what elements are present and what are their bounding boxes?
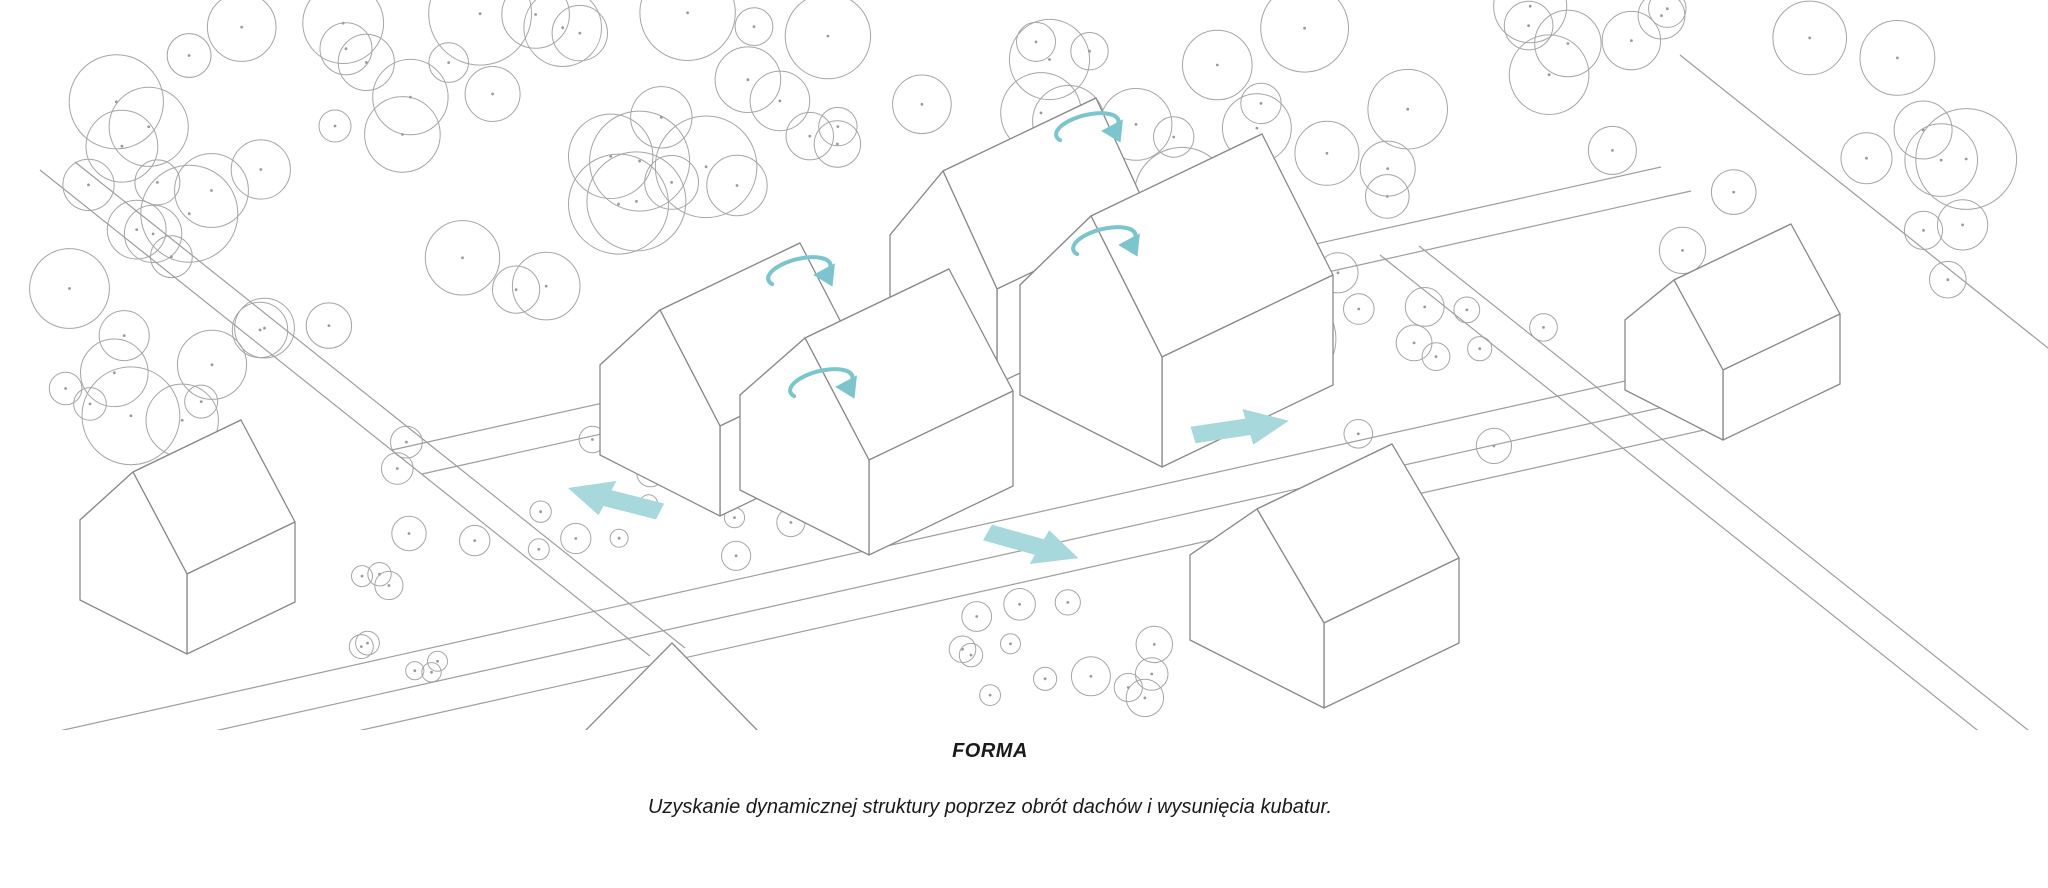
neighbor-house-bottom-left [79, 419, 296, 655]
figure-title: FORMA [952, 740, 1028, 762]
house-volume-front-right [1019, 133, 1334, 468]
volume-shift-arrow-icon [977, 515, 1089, 575]
houses-layer [79, 97, 1841, 730]
neighbor-house-right [1624, 223, 1841, 441]
partial-gable-outline [585, 642, 758, 730]
figure-caption: Uzyskanie dynamicznej struktury poprzez … [647, 796, 1332, 818]
house-volume-front-left [739, 268, 1014, 556]
neighbor-house-bottom-center [1189, 443, 1460, 709]
axonometric-site-diagram [29, 0, 2048, 730]
